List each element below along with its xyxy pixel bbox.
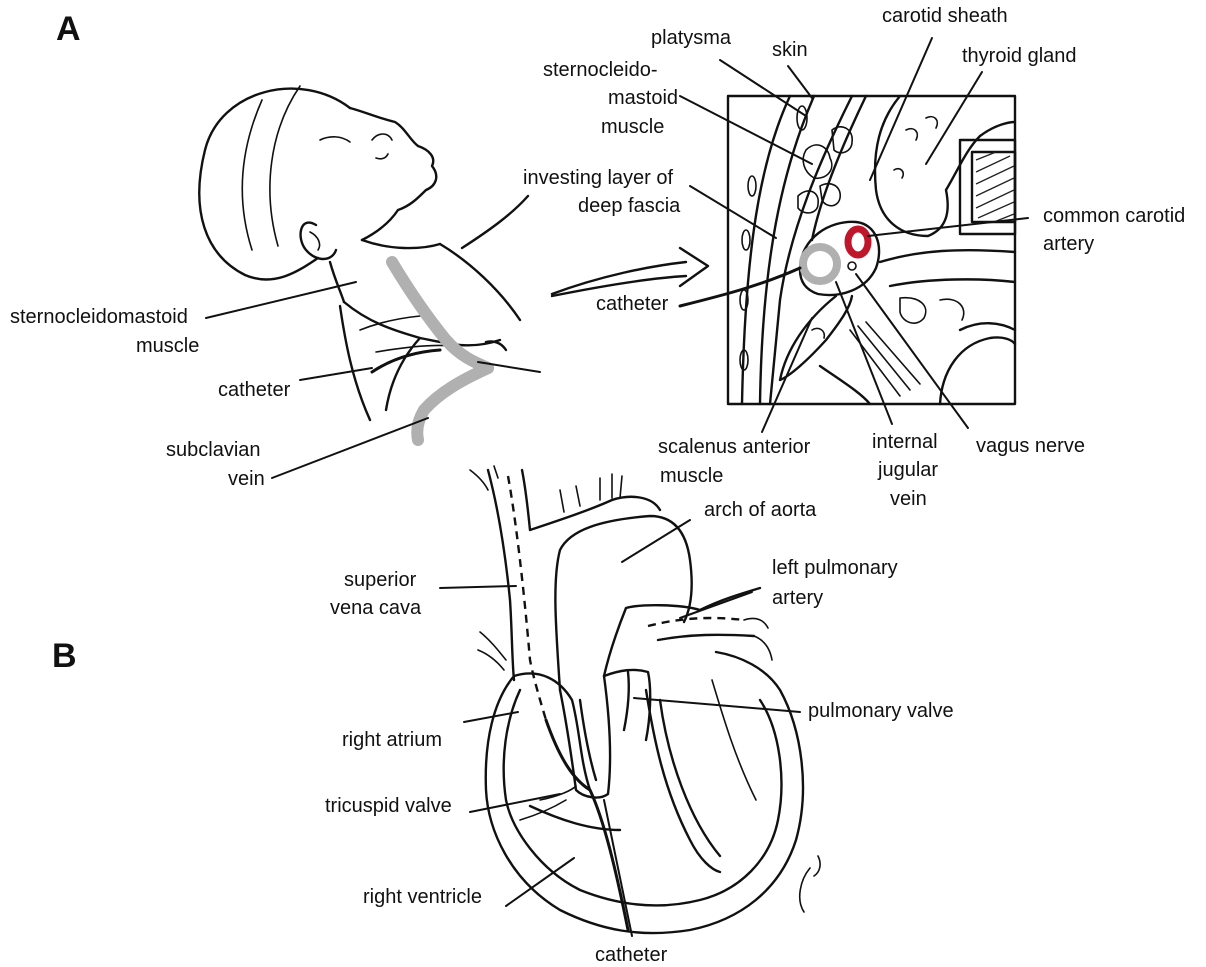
leader-catheter-heart: [604, 800, 632, 936]
label-right-ventricle: right ventricle: [363, 886, 482, 908]
label-catheter-heart: catheter: [595, 944, 668, 966]
leader-scalenus: [762, 318, 812, 432]
label-ijv-line3: vein: [890, 488, 927, 510]
label-scalenus-line2: muscle: [660, 465, 723, 487]
label-lpa-line1: left pulmonary: [772, 557, 898, 579]
label-catheter-section: catheter: [596, 293, 669, 315]
label-right-atrium: right atrium: [342, 729, 442, 751]
leader-pulmonary-valve: [634, 698, 800, 712]
cross-section: [680, 96, 1015, 404]
label-subclavian-line2: vein: [228, 468, 265, 490]
leader-investing-fascia: [690, 186, 776, 238]
leader-right-ventricle: [506, 858, 574, 906]
label-ijv-line2: jugular: [877, 459, 938, 481]
label-investing-line1: investing layer of: [523, 167, 674, 189]
label-subclavian-line1: subclavian: [166, 439, 261, 461]
leader-catheter-neck: [300, 368, 372, 380]
label-catheter-neck: catheter: [218, 379, 291, 401]
label-scm-section-line3: muscle: [601, 116, 664, 138]
leader-scm-neck: [206, 282, 356, 318]
label-investing-line2: deep fascia: [578, 195, 681, 217]
leader-svc: [440, 586, 516, 588]
leader-subclavian: [272, 418, 428, 478]
label-svc-line1: superior: [344, 569, 417, 591]
label-tricuspid-valve: tricuspid valve: [325, 795, 452, 817]
leader-platysma: [720, 60, 806, 116]
label-carotid-sheath: carotid sheath: [882, 5, 1008, 27]
label-scm-section-line1: sternocleido-: [543, 59, 658, 81]
label-thyroid-gland: thyroid gland: [962, 45, 1077, 67]
leader-ijv: [836, 282, 892, 424]
trachea-hatching: [976, 152, 1014, 222]
label-scalenus-line1: scalenus anterior: [658, 436, 811, 458]
label-scm-neck-line1: sternocleidomastoid: [10, 306, 188, 328]
label-arch-aorta: arch of aorta: [704, 499, 817, 521]
label-lpa-line2: artery: [772, 587, 823, 609]
label-ijv-line1: internal: [872, 431, 938, 453]
leader-arch-aorta: [622, 520, 690, 562]
label-scm-section-line2: mastoid: [608, 87, 678, 109]
label-skin: skin: [772, 39, 808, 61]
internal-jugular-vein: [803, 247, 837, 281]
common-carotid-artery: [848, 229, 868, 255]
label-scm-neck-line2: muscle: [136, 335, 199, 357]
label-platysma: platysma: [651, 27, 732, 49]
leader-skin: [788, 66, 812, 98]
panel-label-b: B: [52, 637, 77, 675]
label-common-carotid-line1: common carotid: [1043, 205, 1185, 227]
leader-carotid-sheath: [870, 38, 932, 180]
label-common-carotid-line2: artery: [1043, 233, 1094, 255]
label-vagus-nerve: vagus nerve: [976, 435, 1085, 457]
label-svc-line2: vena cava: [330, 597, 422, 619]
zoom-arrow: [552, 248, 708, 296]
panel-label-a: A: [56, 10, 81, 48]
label-pulmonary-valve: pulmonary valve: [808, 700, 954, 722]
